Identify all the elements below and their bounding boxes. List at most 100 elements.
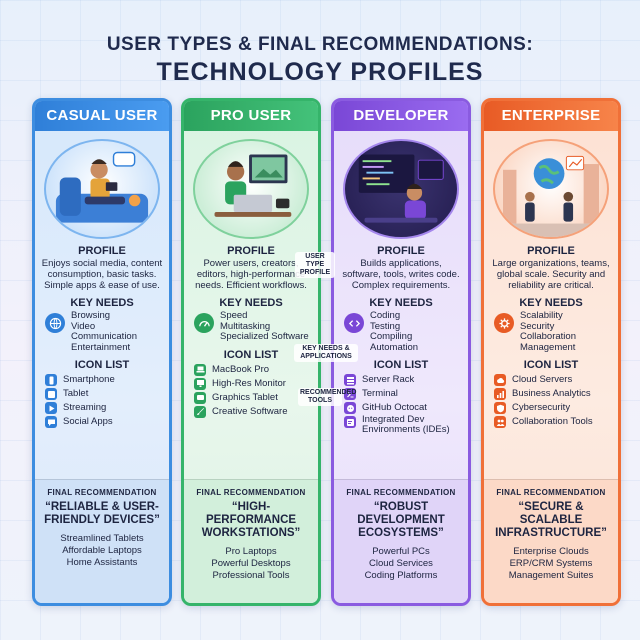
people-icon: [494, 416, 506, 428]
gear-icon: [494, 313, 514, 333]
icon-list-label: GitHub Octocat: [362, 402, 427, 413]
developer-illustration: [343, 139, 459, 239]
key-needs-heading: KEY NEEDS: [369, 297, 433, 309]
final-recommendation-label: FINAL RECOMMENDATION: [47, 488, 157, 497]
icon-list-item: MacBook Pro: [194, 363, 310, 377]
icon-list-label: Graphics Tablet: [212, 391, 278, 403]
icon-list-item: Cloud Servers: [494, 373, 610, 387]
shield-icon: [494, 402, 506, 414]
need-item: Video: [71, 320, 96, 332]
icon-list-label: MacBook Pro: [212, 363, 270, 375]
icon-list-item: Graphics Tablet: [194, 391, 310, 405]
smartphone-icon: [45, 374, 57, 386]
icon-list-heading: ICON LIST: [74, 359, 130, 371]
tablet-icon: [45, 388, 57, 400]
need-item: Management: [520, 341, 576, 353]
connector-label-needs: KEY NEEDS & APPLICATIONS: [294, 344, 358, 362]
icon-list-item: Server Rack: [344, 373, 460, 387]
final-item: Enterprise Clouds: [513, 546, 589, 557]
icon-list-label: Streaming: [63, 402, 107, 413]
icon-list-item: Social Apps: [45, 415, 161, 429]
icon-list-item: GitHub Octocat: [344, 401, 460, 415]
icon-list-label: Cybersecurity: [512, 402, 571, 413]
need-item: Multitasking: [220, 320, 271, 332]
final-recommendation-list: Pro Laptops Powerful Desktops Profession…: [184, 546, 318, 582]
page-title: USER TYPES & FINAL RECOMMENDATIONS:: [106, 34, 534, 55]
final-item: Coding Platforms: [364, 570, 438, 581]
final-recommendation: FINAL RECOMMENDATION “SECURE & SCALABLE …: [484, 479, 618, 603]
key-needs-list: Browsing Video Communication Entertainme…: [71, 310, 137, 353]
final-item: Management Suites: [508, 570, 594, 581]
icon-list-item: Business Analytics: [494, 387, 610, 401]
need-item: Entertainment: [71, 341, 131, 353]
final-recommendation-text: “SECURE & SCALABLE INFRASTRUCTURE”: [495, 501, 607, 539]
page-subtitle: TECHNOLOGY PROFILES: [156, 58, 484, 86]
profile-heading: PROFILE: [377, 245, 425, 257]
final-item: Home Assistants: [66, 557, 138, 568]
need-item: Automation: [370, 341, 419, 353]
brush-icon: [194, 405, 206, 418]
final-recommendation-text: “HIGH-PERFORMANCE WORKSTATIONS”: [201, 501, 301, 539]
final-recommendation-list: Enterprise Clouds ERP/CRM Systems Manage…: [484, 546, 618, 582]
icon-list: Smartphone Tablet Streaming Social Apps: [35, 371, 169, 429]
final-recommendation-label: FINAL RECOMMENDATION: [496, 488, 606, 497]
final-recommendation-text: “RELIABLE & USER-FRIENDLY DEVICES”: [44, 501, 160, 526]
final-item: Powerful Desktops: [211, 558, 291, 569]
icon-list-item: Collaboration Tools: [494, 415, 610, 429]
need-item: Scalability: [520, 310, 563, 321]
icon-list-item: Creative Software: [194, 405, 310, 419]
page-header: USER TYPES & FINAL RECOMMENDATIONS: TECH…: [0, 34, 640, 87]
icon-list: Cloud Servers Business Analytics Cyberse…: [484, 371, 618, 429]
icon-list-label: Tablet: [63, 388, 89, 399]
column-enterprise: ENTERPRISE PROFILE Large organizations, …: [481, 98, 621, 606]
icon-list-label: Terminal: [362, 388, 398, 399]
final-item: Affordable Laptops: [62, 545, 142, 556]
profile-text: Power users, creators, editors, high-per…: [195, 258, 307, 291]
final-item: Streamlined Tablets: [60, 533, 144, 544]
final-recommendation: FINAL RECOMMENDATION “RELIABLE & USER-FR…: [35, 479, 169, 603]
icon-list-label: Cloud Servers: [512, 374, 573, 385]
pen-tablet-icon: [194, 391, 206, 404]
need-item: Speed: [220, 310, 248, 321]
icon-list-item: Terminal: [344, 387, 460, 401]
column-pro-user: PRO USER PROFILE Power users, creators, …: [181, 98, 321, 606]
need-item: Browsing: [71, 310, 111, 321]
icon-list-label: Integrated Dev Environments (IDEs): [362, 414, 450, 435]
final-item: Pro Laptops: [225, 546, 277, 557]
terminal-icon: [344, 388, 356, 400]
column-header: ENTERPRISE: [484, 101, 618, 131]
icon-list-label: Creative Software: [212, 405, 288, 417]
profile-heading: PROFILE: [227, 245, 275, 257]
chat-icon: [45, 416, 57, 428]
need-item: Coding: [370, 310, 401, 321]
icon-list-item: Streaming: [45, 401, 161, 415]
code-icon: [344, 313, 364, 333]
key-needs: Browsing Video Communication Entertainme…: [35, 309, 169, 353]
column-header: PRO USER: [184, 101, 318, 131]
icon-list-heading: ICON LIST: [223, 348, 279, 361]
icon-list-item: Smartphone: [45, 373, 161, 387]
profile-heading: PROFILE: [78, 245, 126, 257]
column-header: DEVELOPER: [334, 101, 468, 131]
octocat-icon: [344, 402, 356, 414]
ide-icon: [344, 416, 356, 428]
icon-list-label: Collaboration Tools: [512, 416, 593, 427]
final-recommendation-text: “ROBUST DEVELOPMENT ECOSYSTEMS”: [357, 501, 445, 539]
speedometer-icon: [194, 313, 214, 333]
play-icon: [45, 402, 57, 414]
profile-text: Large organizations, teams, global scale…: [492, 258, 610, 291]
key-needs-heading: KEY NEEDS: [219, 297, 283, 309]
key-needs: Scalability Security Collaboration Manag…: [484, 309, 618, 353]
final-recommendation: FINAL RECOMMENDATION “ROBUST DEVELOPMENT…: [334, 479, 468, 603]
icon-list-item: Tablet: [45, 387, 161, 401]
monitor-icon: [194, 377, 206, 390]
globe-icon: [45, 313, 65, 333]
connector-label-tools: RECOMMENDED TOOLS: [298, 388, 357, 406]
enterprise-illustration: [493, 139, 609, 239]
final-recommendation: FINAL RECOMMENDATION “HIGH-PERFORMANCE W…: [184, 479, 318, 603]
need-item: Testing: [370, 320, 401, 332]
key-needs-list: Scalability Security Collaboration Manag…: [520, 310, 576, 353]
icon-list-heading: ICON LIST: [373, 359, 429, 371]
icon-list-label: Social Apps: [63, 416, 113, 427]
key-needs: Speed Multitasking Specialized Software: [184, 309, 318, 343]
